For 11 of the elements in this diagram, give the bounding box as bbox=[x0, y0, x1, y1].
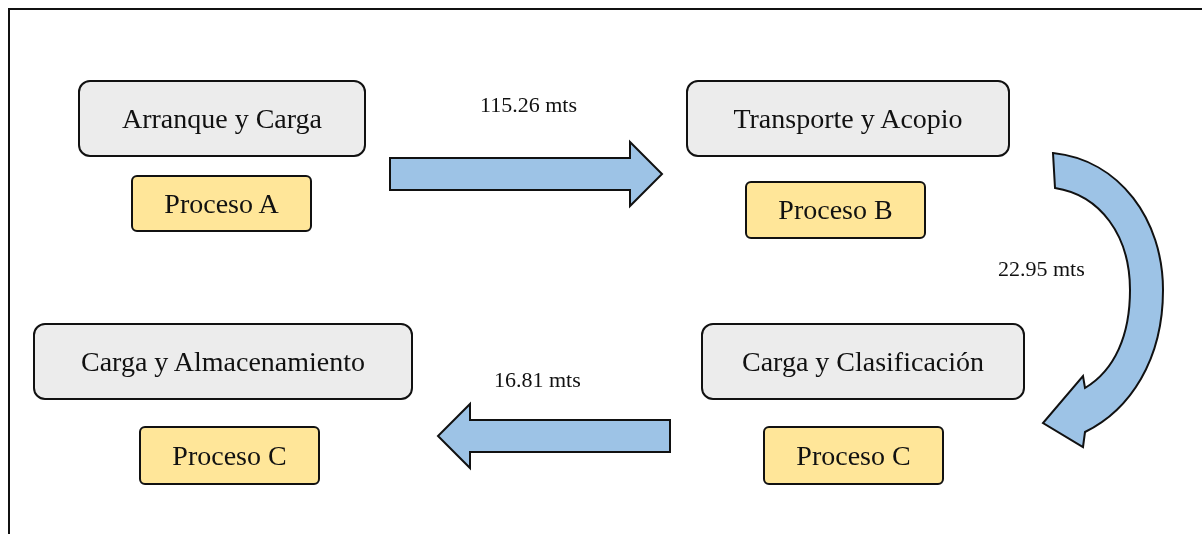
curved-block-arrow bbox=[1042, 152, 1164, 448]
process-tag: Proceso C bbox=[139, 426, 320, 485]
process-tag: Proceso A bbox=[131, 175, 312, 232]
activity-box: Carga y Clasificación bbox=[701, 323, 1025, 400]
activity-box: Arranque y Carga bbox=[78, 80, 366, 157]
block-arrow bbox=[436, 401, 671, 471]
block-arrow bbox=[389, 139, 664, 209]
activity-box: Carga y Almacenamiento bbox=[33, 323, 413, 400]
process-tag: Proceso C bbox=[763, 426, 944, 485]
activity-box: Transporte y Acopio bbox=[686, 80, 1010, 157]
process-tag: Proceso B bbox=[745, 181, 926, 239]
